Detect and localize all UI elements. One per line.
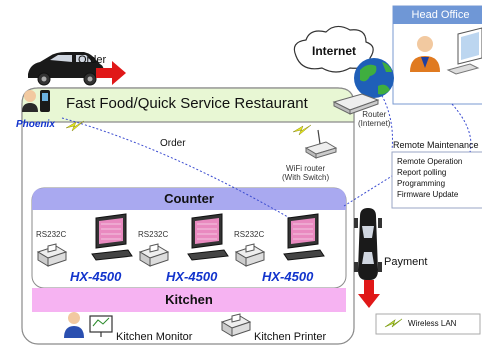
wireless-link-icon (65, 120, 85, 132)
internet-label: Internet (312, 44, 357, 58)
counter-title: Counter (164, 191, 214, 206)
car-icon (28, 52, 104, 86)
wireless-lan-label: Wireless LAN (408, 319, 457, 328)
pos-terminal-1 (91, 213, 133, 261)
kitchen-printer-icon (220, 313, 252, 337)
order-label-mid: Order (160, 138, 186, 149)
router-icon (332, 93, 380, 115)
order-arrow-icon (96, 61, 126, 85)
terminal-model-label: HX-4500 (166, 269, 218, 284)
head-office-header (393, 6, 482, 24)
receipt-printer-2 (138, 243, 170, 267)
internet-to-office-line (379, 91, 393, 151)
remote-maintenance-title: Remote Maintenance (393, 140, 479, 150)
wireless-icon (384, 318, 403, 328)
remote-item: Report polling (397, 168, 447, 177)
kitchen-printer-label: Kitchen Printer (254, 331, 327, 343)
kitchen-title: Kitchen (165, 292, 213, 307)
order-label-top: Order (78, 54, 107, 66)
phoenix-label: Phoenix (16, 119, 55, 130)
wireless-link-icon-2 (292, 124, 312, 136)
kitchen-header (32, 288, 346, 312)
wifi-router-label: WiFi router (With Switch) (282, 164, 330, 182)
office-staff-icon (410, 36, 440, 72)
kitchen-monitor-label: Kitchen Monitor (116, 331, 193, 343)
remote-item: Programming (397, 179, 446, 188)
wifi-router-icon (304, 129, 338, 159)
internet-cloud-icon (293, 25, 374, 73)
router-label: Router (Internet) (358, 110, 391, 128)
receipt-printer-1 (36, 243, 68, 267)
payment-label: Payment (384, 256, 428, 268)
rs232c-label: RS232C (234, 230, 265, 239)
kitchen-monitor-icon (89, 315, 113, 337)
payment-car-icon (354, 208, 382, 280)
terminal-model-label: HX-4500 (262, 269, 314, 284)
pos-terminal-3 (283, 213, 325, 261)
remote-items-box (391, 151, 482, 209)
remote-item: Firmware Update (397, 190, 459, 199)
office-computer-icon (446, 27, 482, 75)
office-to-remote-line (451, 103, 472, 153)
remote-item: Remote Operation (397, 157, 463, 166)
rs232c-label: RS232C (138, 230, 169, 239)
counter-header (32, 188, 346, 210)
terminal-model-label: HX-4500 (70, 269, 122, 284)
kitchen-staff-icon (64, 312, 84, 338)
remote-to-counter-line (343, 175, 393, 207)
restaurant-header (21, 87, 355, 123)
remote-items-list: Remote Operation Report polling Programm… (397, 156, 462, 200)
receipt-printer-3 (234, 243, 266, 267)
head-office-title: Head Office (411, 9, 470, 21)
phoenix-staff-icon (22, 90, 50, 112)
rs232c-label: RS232C (36, 230, 67, 239)
payment-arrow-icon (358, 280, 380, 308)
restaurant-title: Fast Food/Quick Service Restaurant (66, 95, 308, 112)
pos-terminal-2 (187, 213, 229, 261)
globe-icon (354, 58, 394, 98)
order-link-line (61, 117, 301, 225)
